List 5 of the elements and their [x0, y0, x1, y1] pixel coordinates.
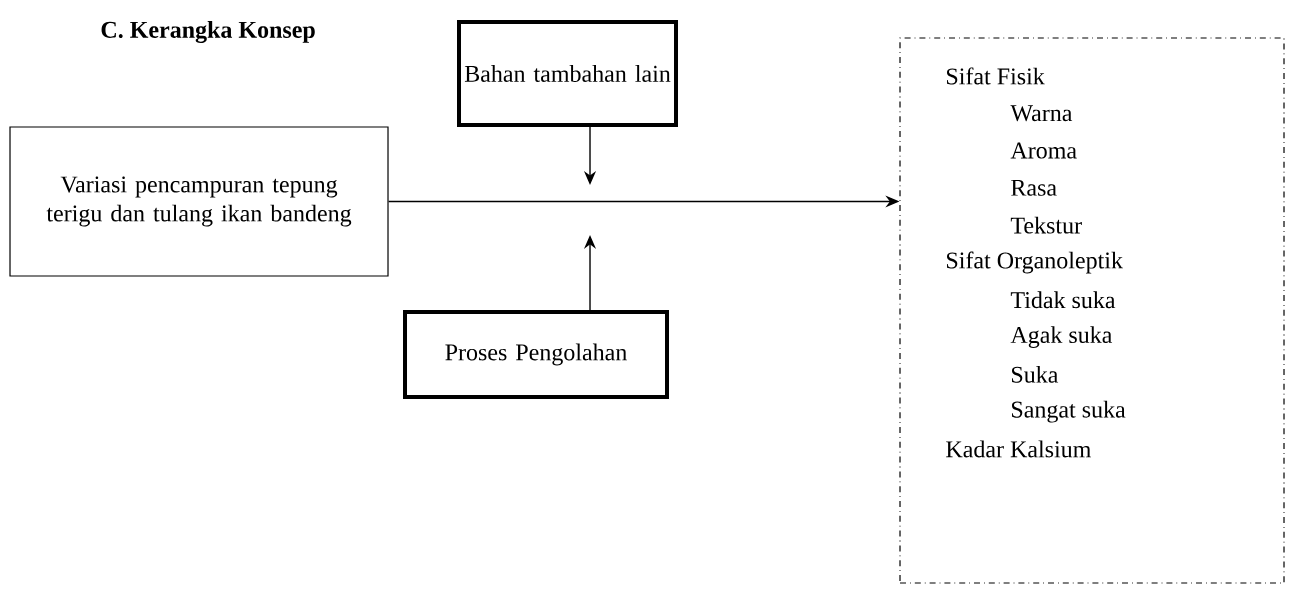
- process-box: Proses Pengolahan: [403, 310, 669, 399]
- heading: C. Kerangka Konsep: [101, 21, 315, 43]
- list-box: Sifat Fisik Warna Aroma Rasa Tekstur Sifat Organoleptik Tidak suka Agak suka Suka Sangat suka Kadar Kalsium: [899, 37, 1285, 584]
- process-box: Variasi pencampuran tepung terigu dan tulang ikan bandeng: [9, 126, 389, 277]
- process-box: Bahan tambahan lain: [457, 20, 678, 127]
